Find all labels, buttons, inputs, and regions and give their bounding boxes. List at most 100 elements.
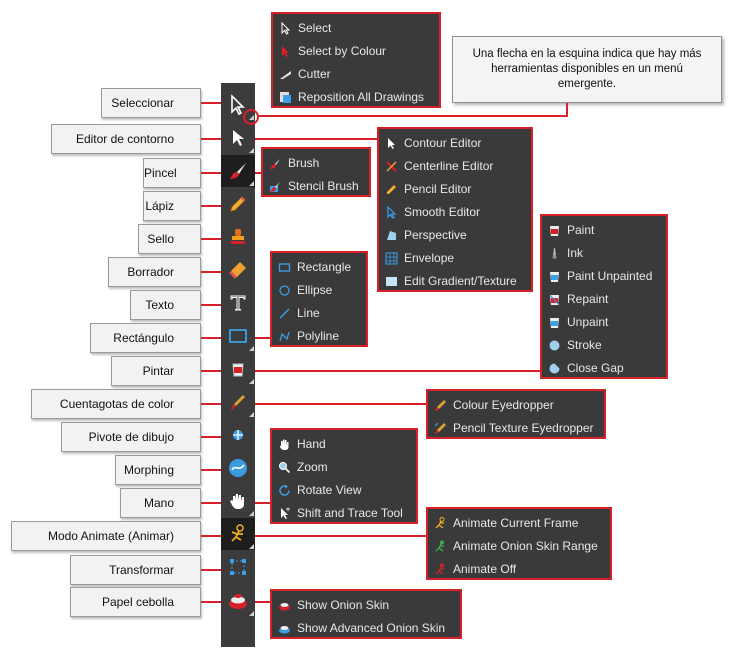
morphing-tool-button[interactable] — [221, 452, 255, 484]
pencil-tool-button[interactable] — [221, 188, 255, 220]
transform-icon — [230, 559, 246, 575]
onion-skin-tool-button[interactable] — [221, 585, 255, 617]
menu-item-stroke[interactable]: Stroke — [542, 334, 666, 357]
pivot-tool-button[interactable] — [221, 419, 255, 451]
connector-line — [201, 102, 221, 104]
menu-item-reposition-all-drawings[interactable]: Reposition All Drawings — [273, 86, 439, 109]
menu-item-animate-off[interactable]: Animate Off — [428, 558, 610, 581]
menu-item-close-gap[interactable]: Close Gap — [542, 357, 666, 380]
onion-skin-icon — [279, 603, 290, 611]
menu-item-show-advanced-onion-skin[interactable]: Show Advanced Onion Skin — [272, 617, 460, 640]
contour-editor-tool-button[interactable] — [221, 122, 255, 154]
menu-item-cutter[interactable]: Cutter — [273, 63, 439, 86]
menu-item-hand[interactable]: Hand — [272, 433, 416, 456]
perspective-icon — [387, 231, 396, 240]
centerline-editor-icon — [386, 161, 397, 172]
menu-item-select-by-colour[interactable]: Select by Colour — [273, 40, 439, 63]
hand-tool-button[interactable] — [221, 485, 255, 517]
menu-item-label: Rotate View — [297, 483, 362, 497]
menu-item-stencil-brush[interactable]: Stencil Brush — [263, 175, 369, 198]
menu-item-centerline-editor[interactable]: Centerline Editor — [379, 155, 531, 178]
menu-item-label: Contour Editor — [404, 136, 482, 150]
menu-item-ink[interactable]: Ink — [542, 242, 666, 265]
connector-line — [201, 337, 221, 339]
cutter-icon — [280, 71, 291, 79]
connector-line — [255, 403, 428, 405]
menu-item-label: Stencil Brush — [288, 179, 359, 193]
menu-item-paint-unpainted[interactable]: Paint Unpainted — [542, 265, 666, 288]
eyedropper-tool-button[interactable] — [221, 386, 255, 418]
menu-item-zoom[interactable]: Zoom — [272, 456, 416, 479]
menu-item-animate-current-frame[interactable]: Animate Current Frame — [428, 512, 610, 535]
menu-item-rotate-view[interactable]: Rotate View — [272, 479, 416, 502]
menu-item-colour-eyedropper[interactable]: Colour Eyedropper — [428, 394, 604, 417]
texture-eyedropper-icon — [434, 422, 446, 434]
menu-item-label: Paint Unpainted — [567, 269, 653, 283]
stroke-icon — [549, 340, 560, 351]
menu-item-smooth-editor[interactable]: Smooth Editor — [379, 201, 531, 224]
label-rectangulo: Rectángulo — [90, 323, 201, 353]
label-papel-cebolla: Papel cebolla — [70, 587, 201, 617]
menu-item-label: Colour Eyedropper — [453, 398, 554, 412]
contour-editor-icon — [233, 130, 244, 146]
menu-item-envelope[interactable]: Envelope — [379, 247, 531, 270]
menu-item-animate-onion-skin-range[interactable]: Animate Onion Skin Range — [428, 535, 610, 558]
menu-item-label: Edit Gradient/Texture — [404, 274, 517, 288]
text-icon — [230, 295, 246, 311]
menu-item-select[interactable]: Select — [273, 17, 439, 40]
menu-item-brush[interactable]: Brush — [263, 152, 369, 175]
select-by-colour-icon — [282, 46, 289, 57]
label-transformar: Transformar — [70, 555, 201, 585]
menu-item-label: Hand — [297, 437, 326, 451]
menu-item-show-onion-skin[interactable]: Show Onion Skin — [272, 594, 460, 617]
menu-item-line[interactable]: Line — [272, 302, 366, 325]
shape-tool-button[interactable] — [221, 320, 255, 352]
smooth-editor-icon — [387, 206, 397, 219]
animate-current-frame-icon — [435, 517, 445, 529]
connector-line — [201, 535, 221, 537]
menu-item-paint[interactable]: Paint — [542, 219, 666, 242]
menu-item-contour-editor[interactable]: Contour Editor — [379, 132, 531, 155]
brush-tool-button[interactable] — [221, 155, 255, 187]
menu-item-pencil-texture-eyedropper[interactable]: Pencil Texture Eyedropper — [428, 417, 604, 440]
connector-line — [255, 370, 542, 372]
paint-tool-button[interactable] — [221, 353, 255, 385]
menu-item-label: Repaint — [567, 292, 609, 306]
menu-item-perspective[interactable]: Perspective — [379, 224, 531, 247]
menu-item-label: Show Onion Skin — [297, 598, 390, 612]
menu-item-shift-and-trace[interactable]: Shift and Trace Tool — [272, 502, 416, 525]
connector-line — [201, 569, 221, 571]
contour-tools-menu: Contour Editor Centerline Editor Pencil … — [377, 127, 533, 292]
menu-item-unpaint[interactable]: Unpaint — [542, 311, 666, 334]
text-tool-button[interactable] — [221, 287, 255, 319]
shift-trace-icon — [281, 507, 290, 519]
eraser-tool-button[interactable] — [221, 254, 255, 286]
menu-item-pencil-editor[interactable]: Pencil Editor — [379, 178, 531, 201]
animate-mode-menu: Animate Current Frame Animate Onion Skin… — [426, 507, 612, 580]
animate-mode-tool-button[interactable] — [221, 518, 255, 550]
stamp-icon — [231, 229, 245, 244]
repaint-icon — [549, 294, 560, 306]
label-modo-animate: Modo Animate (Animar) — [11, 521, 201, 551]
tools-toolbar — [221, 83, 255, 647]
label-morphing: Morphing — [115, 455, 201, 485]
unpaint-icon — [550, 318, 559, 328]
connector-line — [201, 238, 221, 240]
reposition-icon — [280, 92, 291, 103]
menu-item-label: Ink — [567, 246, 584, 260]
menu-item-polyline[interactable]: Polyline — [272, 325, 366, 348]
animate-onion-skin-range-icon — [435, 540, 444, 552]
connector-line — [201, 502, 221, 504]
edit-gradient-icon — [386, 277, 397, 286]
menu-item-edit-gradient-texture[interactable]: Edit Gradient/Texture — [379, 270, 531, 293]
transform-tool-button[interactable] — [221, 551, 255, 583]
label-seleccionar: Seleccionar — [101, 88, 201, 118]
menu-item-rectangle[interactable]: Rectangle — [272, 256, 366, 279]
menu-item-repaint[interactable]: Repaint — [542, 288, 666, 311]
rectangle-icon — [278, 263, 291, 272]
stamp-tool-button[interactable] — [221, 221, 255, 253]
menu-item-ellipse[interactable]: Ellipse — [272, 279, 366, 302]
connector-line — [201, 370, 221, 372]
menu-item-label: Shift and Trace Tool — [297, 506, 403, 520]
brush-icon — [270, 159, 280, 169]
